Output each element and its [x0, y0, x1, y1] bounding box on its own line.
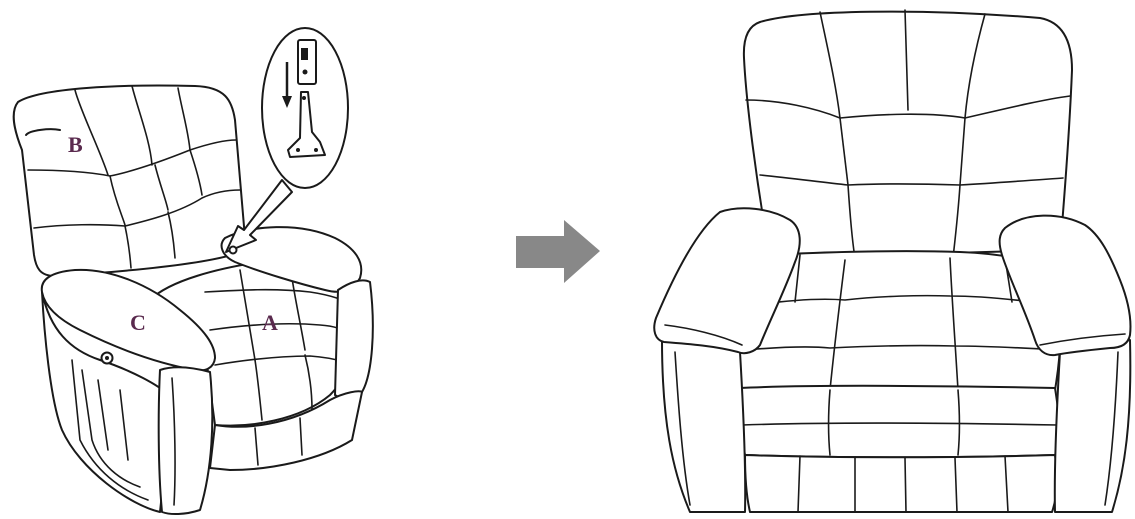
right-arrow-icon — [516, 220, 600, 283]
bracket-pointer-arrow — [225, 179, 293, 255]
base-frame — [41, 291, 363, 513]
backrest-part-b — [12, 84, 247, 277]
assembled-left-arm-front — [661, 339, 747, 513]
assembled-seat — [736, 250, 1062, 393]
part-label-b: B — [68, 132, 83, 157]
bracket-detail-magnifier — [261, 27, 349, 189]
assembled-footrest — [744, 454, 1058, 513]
assembled-left-armrest — [653, 207, 801, 355]
down-arrow-icon — [282, 62, 292, 108]
right-arm — [220, 226, 374, 400]
assembled-backrest — [742, 9, 1073, 259]
assembled-right-armrest — [998, 214, 1132, 357]
recliner-parts-illustration: B A C — [12, 27, 374, 516]
assembled-recliner-illustration — [653, 9, 1132, 513]
left-arm-part-c — [40, 268, 216, 516]
part-label-c: C — [130, 310, 146, 335]
assembled-seat-front — [738, 384, 1061, 459]
assembled-right-arm-front — [1053, 339, 1132, 513]
part-label-a: A — [262, 310, 278, 335]
